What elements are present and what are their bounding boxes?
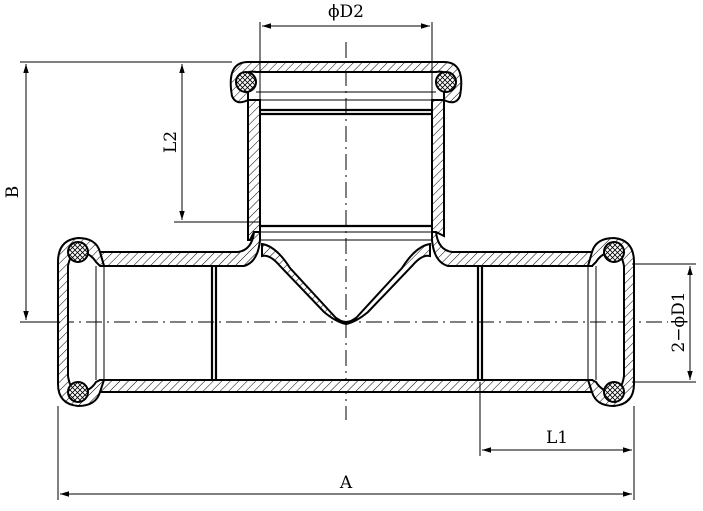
intersection-curve-left (261, 242, 357, 326)
l2-label: L2 (161, 131, 181, 153)
intersection-curve-right (335, 242, 431, 326)
o-ring-top-left (235, 71, 257, 93)
run-top-wall-right (431, 231, 593, 267)
d1-label: 2−ϕD1 (669, 291, 689, 352)
o-ring-right-bottom (603, 381, 625, 403)
o-ring-left-bottom (67, 381, 89, 403)
l1-label: L1 (546, 428, 568, 448)
branch-left-wall (247, 99, 261, 241)
center-lines (30, 42, 668, 420)
branch-right-wall (431, 99, 445, 238)
left-socket (57, 236, 106, 408)
dimensions: ϕD2 L2 B 2−ϕD1 L1 A (3, 2, 696, 500)
run-top-wall (98, 231, 261, 267)
b-label: B (3, 186, 23, 199)
o-ring-right-top (603, 241, 625, 263)
d2-label: ϕD2 (328, 2, 364, 22)
right-socket (586, 236, 635, 408)
tee-body (57, 61, 635, 408)
run-bottom-wall (99, 379, 593, 393)
o-ring-top-right (435, 71, 457, 93)
o-ring-left-top (67, 241, 89, 263)
a-label: A (339, 473, 353, 493)
